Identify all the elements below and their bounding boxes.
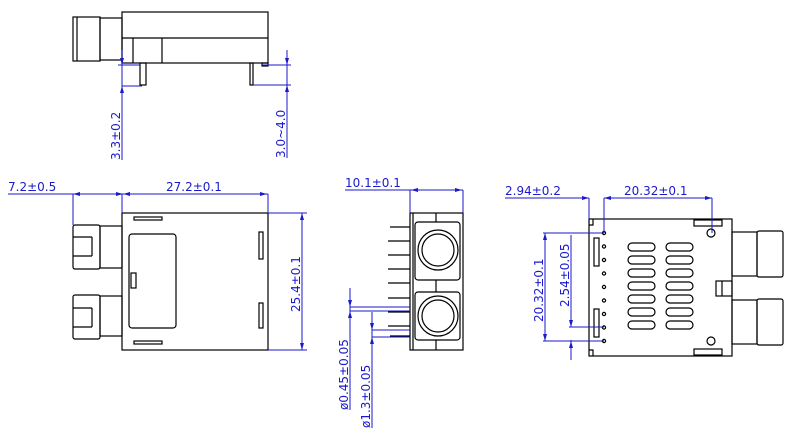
pin-mark: [601, 311, 607, 317]
vent-slot: [665, 255, 694, 265]
dim-pin-left-label: 3.3±0.2: [109, 112, 123, 160]
vent-slot: [665, 281, 694, 291]
end-view: 10.1±0.1 ø0.45±0.05 ø1.3±0.05: [337, 176, 464, 428]
front-view: 7.2±0.5 27.2±0.1 25.4±0.1: [8, 180, 307, 351]
vent-slot: [627, 307, 656, 317]
dim-pin-dia-label: ø0.45±0.05: [337, 339, 351, 410]
pin-mark: [601, 284, 607, 290]
pin-mark: [601, 271, 607, 276]
vent-slot: [627, 255, 656, 265]
dim-width-label: 10.1±0.1: [345, 176, 401, 190]
vent-slot: [627, 320, 656, 330]
vent-slot: [627, 242, 656, 252]
side-view: 3.3±0.2 3.0~4.0: [72, 11, 291, 160]
dim-hole-dia-label: ø1.3±0.05: [359, 365, 373, 428]
dim-connector-label: 7.2±0.5: [8, 180, 56, 194]
vent-slot: [627, 268, 656, 278]
dim-span-y-label: 20.32±0.1: [532, 259, 546, 323]
vent-slot: [627, 294, 656, 304]
dim-pin-right-label: 3.0~4.0: [274, 110, 288, 158]
pin-mark: [601, 298, 607, 303]
vent-slot: [665, 242, 694, 252]
dim-length-label: 27.2±0.1: [166, 180, 222, 194]
vent-slot: [627, 281, 656, 291]
bottom-view: 2.94±0.2 20.32±0.1 20.32±0.1 2.54±0.05: [505, 184, 784, 360]
dim-offset-label: 2.94±0.2: [505, 184, 561, 198]
pin-mark: [601, 257, 607, 263]
vent-slot: [665, 320, 694, 330]
vent-slot: [665, 307, 694, 317]
vent-slot: [665, 268, 694, 278]
pin-mark: [601, 244, 607, 249]
dim-height-label: 25.4±0.1: [289, 256, 303, 312]
vent-slot: [665, 294, 694, 304]
dim-pitch-label: 2.54±0.05: [558, 244, 572, 308]
dim-span-x-label: 20.32±0.1: [624, 184, 688, 198]
